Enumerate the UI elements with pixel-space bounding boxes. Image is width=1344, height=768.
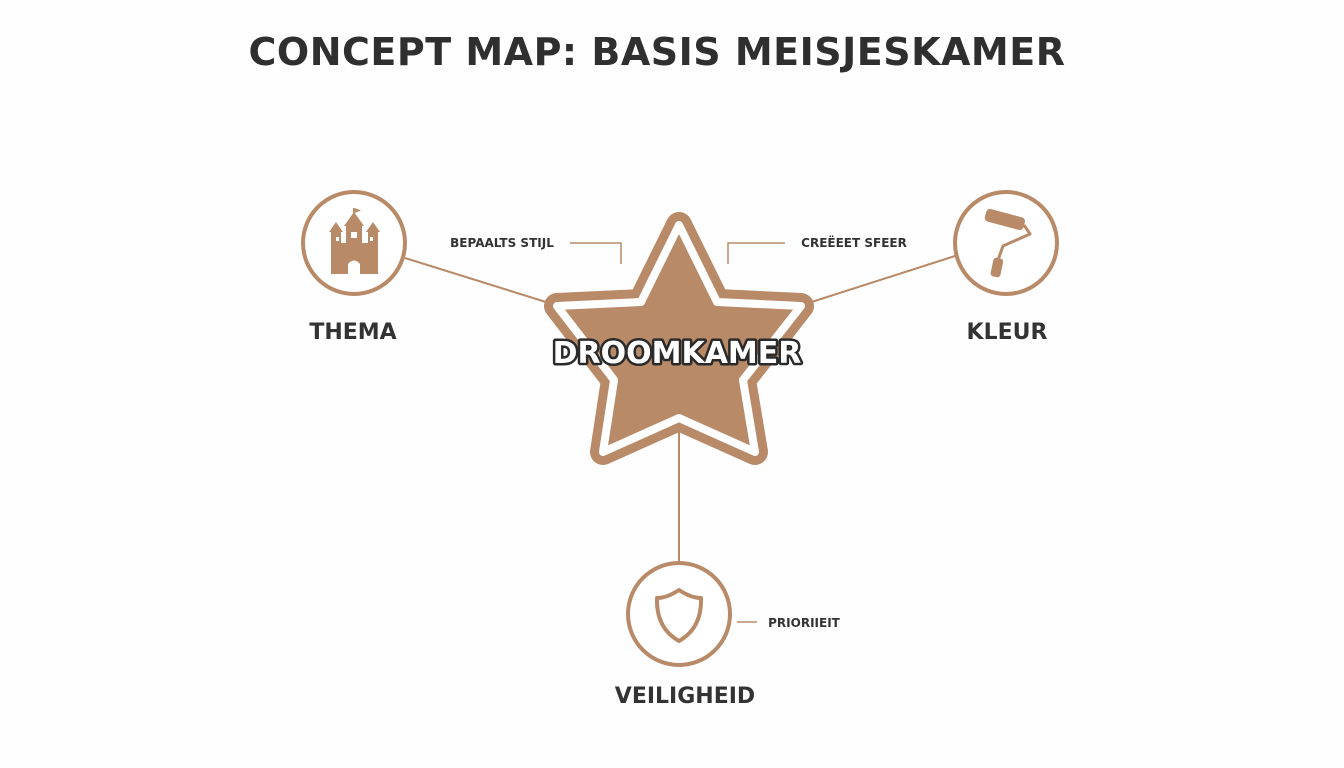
node-kleur-label: KLEUR [967,320,1048,345]
node-kleur[interactable]: KLEUR [953,190,1059,345]
star-inner-outline [553,221,805,456]
edge-label-veiligheid: PRIORIIEIT [768,616,841,630]
node-kleur-circle [953,190,1059,296]
node-veiligheid[interactable]: VEILIGHEID [615,561,755,709]
page-title: CONCEPT MAP: BASIS MEISJESKAMER [248,30,1066,74]
node-thema-label: THEMA [309,320,396,345]
paint-roller-icon [984,208,1032,278]
edge-label-kleur: CREËEET SFEER [801,235,907,250]
connector-kleur [795,255,956,308]
node-veiligheid-circle [626,561,732,667]
edge-bracket-thema [570,242,622,264]
connector-thema [404,257,563,308]
center-node-label: DROOMKAMER [553,336,802,371]
castle-icon [329,208,380,274]
center-node[interactable]: DROOMKAMER [544,212,814,465]
node-veiligheid-label: VEILIGHEID [615,684,755,709]
edge-label-thema: BEPAALTS STIJL [450,236,554,250]
edge-bracket-kleur [727,242,785,264]
node-thema[interactable]: THEMA [301,190,407,345]
shield-icon [654,588,704,643]
